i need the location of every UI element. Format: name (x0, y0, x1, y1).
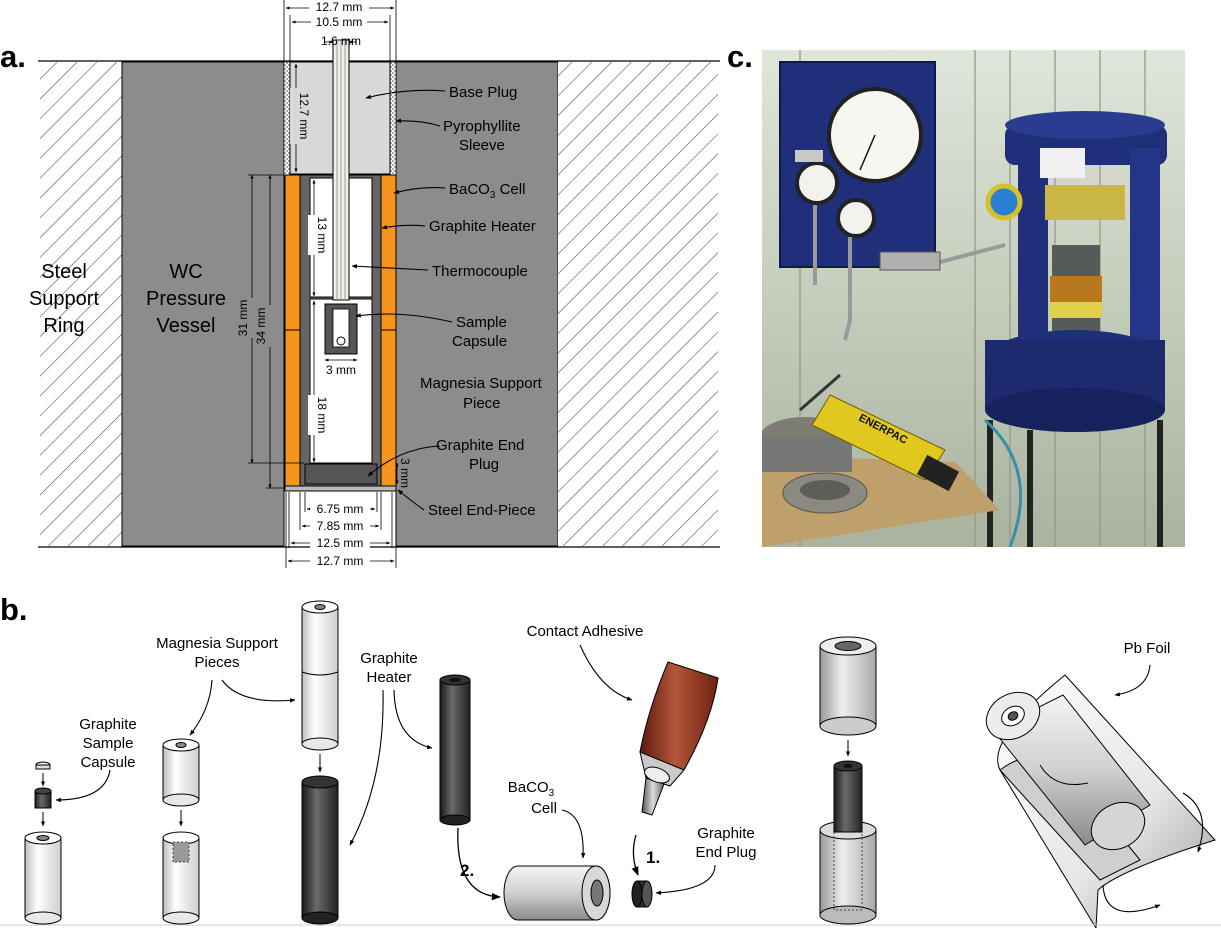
label-gsc-3: Capsule (80, 754, 135, 771)
group-magnesia-stack (301, 600, 339, 925)
wc-vessel-label-2: Pressure (146, 288, 226, 310)
label-mag-pieces-2: Pieces (194, 654, 239, 671)
label-gep-2: End Plug (696, 844, 757, 861)
dim-top-outer: 12.7 mm (316, 0, 363, 14)
baco3-cell-part (503, 865, 611, 921)
wc-vessel-label-3: Vessel (157, 315, 216, 337)
steel-ring-right (558, 62, 718, 546)
graphite-heater-part (439, 674, 471, 826)
dim-bottom-3: 12.5 mm (317, 536, 364, 550)
label-sample-1: Sample (456, 314, 507, 331)
gauge-left (795, 161, 839, 205)
label-magnesia-2: Piece (463, 395, 501, 412)
dim-top-inner: 10.5 mm (316, 15, 363, 29)
dim-lower-mag: 18 mm (315, 397, 329, 434)
gauge-right (836, 198, 876, 238)
group-capsule: Graphite Sample Capsule (24, 716, 137, 925)
panel-label-b: b. (0, 592, 28, 627)
label-magnesia-1: Magnesia Support (420, 375, 543, 392)
graphite-end-plug-part (631, 880, 653, 908)
dim-end-plug: 3 mm (398, 458, 412, 488)
label-pyrophyllite-1: Pyrophyllite (443, 118, 521, 135)
label-gsc-1: Graphite (79, 716, 137, 733)
dim-upper-mag: 13 mm (315, 217, 329, 254)
label-steel-end-piece: Steel End-Piece (428, 502, 536, 519)
label-pyrophyllite-2: Sleeve (459, 137, 505, 154)
panel-b: b. Graphite Sample Capsule (0, 592, 1221, 928)
pyrophyllite-sleeve-left (283, 61, 291, 177)
label-mag-pieces-1: Magnesia Support (156, 635, 279, 652)
label-graphite-heater: Graphite Heater (429, 218, 536, 235)
dim-inner-len: 31 mm (236, 300, 250, 337)
group-magnesia-short (162, 738, 200, 925)
label-baco3-cell-b: Cell (531, 800, 557, 817)
label-contact-adhesive: Contact Adhesive (527, 623, 644, 640)
dim-total-len: 34 mm (254, 308, 268, 345)
graphite-end-plug (304, 463, 378, 485)
dim-base-plug: 12.7 mm (297, 93, 311, 140)
step-2: 2. (460, 861, 474, 880)
label-baco3-b: BaCO3 (508, 779, 555, 799)
label-gep-1: Graphite (697, 825, 755, 842)
dim-bottom-2: 7.85 mm (317, 519, 364, 533)
dim-bottom-1: 6.75 mm (317, 502, 364, 516)
label-sample-2: Capsule (452, 333, 507, 350)
panel-label-c: c. (727, 39, 753, 74)
label-endplug-1: Graphite End (436, 437, 524, 454)
wc-vessel-label-1: WC (169, 261, 202, 283)
label-baco3: BaCO3 Cell (449, 181, 525, 201)
panel-a: a. (0, 0, 720, 568)
adhesive-tube (639, 661, 719, 816)
label-gheater-2: Heater (366, 669, 411, 686)
label-base-plug: Base Plug (449, 84, 517, 101)
group-assembly (819, 636, 877, 925)
steel-end-piece (284, 485, 397, 492)
label-gsc-2: Sample (83, 735, 134, 752)
steel-ring-label-2: Support (29, 288, 99, 310)
steel-ring-label-3: Ring (43, 315, 84, 337)
label-gheater-1: Graphite (360, 650, 418, 667)
label-endplug-2: Plug (469, 456, 499, 473)
panel-c: c. (727, 39, 1185, 547)
label-thermocouple: Thermocouple (432, 263, 528, 280)
magnesia-lower (309, 298, 373, 464)
panel-label-a: a. (0, 39, 26, 74)
press-photo: ENERPAC (762, 50, 1185, 547)
steel-ring-label-1: Steel (41, 261, 87, 283)
hand-pump: ENERPAC (799, 373, 960, 492)
pyrophyllite-sleeve-right (389, 61, 397, 177)
steel-ring-left (40, 62, 122, 546)
step-1: 1. (646, 848, 660, 867)
dim-capsule: 3 mm (326, 363, 356, 377)
group-pb-foil (985, 674, 1216, 928)
dim-thermocouple: 1.6 mm (321, 34, 361, 48)
label-pb-foil: Pb Foil (1124, 640, 1171, 657)
dim-bottom-4: 12.7 mm (317, 554, 364, 568)
